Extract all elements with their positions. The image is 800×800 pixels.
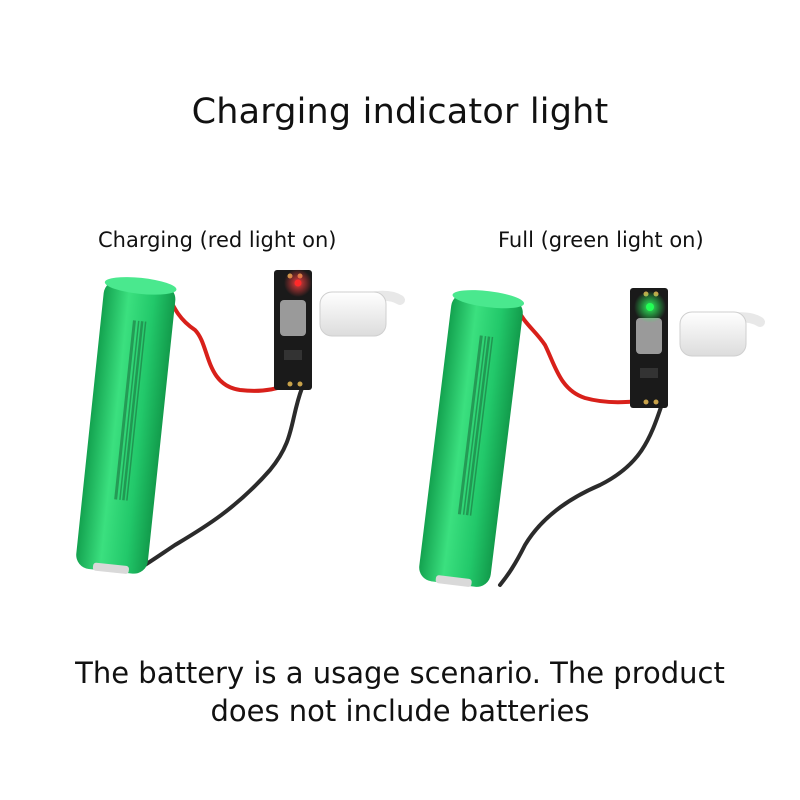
black-wire-right [498, 402, 664, 587]
disclaimer-text: The battery is a usage scenario. The pro… [75, 656, 725, 728]
red-wire-left [163, 288, 298, 393]
charging-scene [76, 269, 405, 574]
battery-left [76, 277, 177, 574]
page-title: Charging indicator light [191, 92, 609, 132]
charging-caption: Charging (red light on) [98, 228, 337, 252]
black-wire-left [138, 386, 304, 570]
full-caption: Full (green light on) [498, 228, 704, 252]
usb-plug-left [319, 291, 387, 337]
red-wire-right [513, 303, 662, 405]
full-scene [419, 288, 765, 587]
battery-right [419, 290, 525, 587]
usb-plug-right [679, 311, 747, 357]
